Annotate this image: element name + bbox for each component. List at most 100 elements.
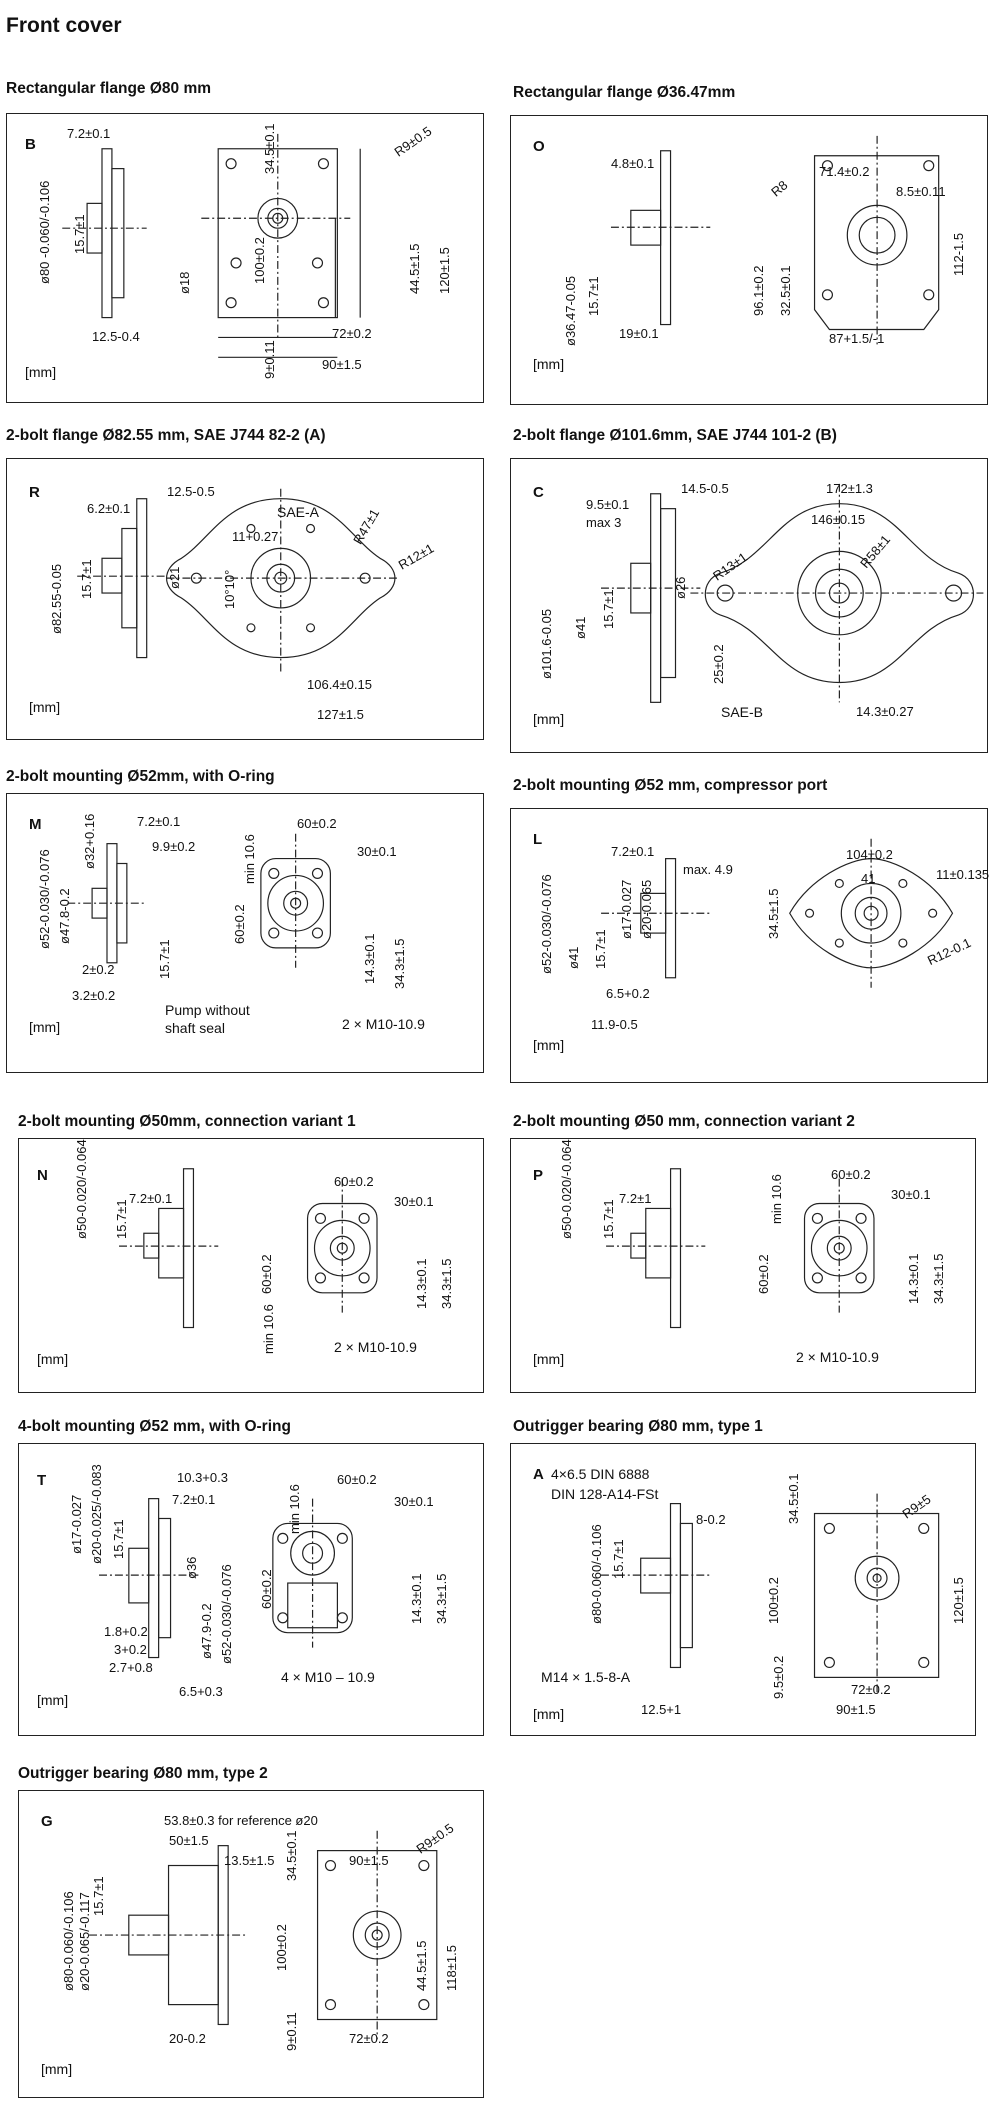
unit-label: [mm] — [41, 2061, 73, 2077]
dimension: 120±1.5 — [951, 1577, 966, 1624]
dimension: 60±0.2 — [337, 1472, 377, 1487]
technical-drawing — [610, 135, 940, 345]
section-heading: 4-bolt mounting Ø52 mm, with O-ring — [18, 1418, 291, 1435]
dimension: 44.5±1.5 — [407, 243, 422, 294]
technical-drawing — [77, 488, 400, 673]
dimension: ø41 — [566, 946, 581, 969]
technical-drawing — [89, 1830, 438, 2040]
dimension: 7.2±0.1 — [67, 126, 111, 141]
bolt-callout: 2 × M10-10.9 — [796, 1349, 879, 1365]
dimension: 13.5±1.5 — [224, 1853, 275, 1868]
view-label: N — [37, 1167, 48, 1184]
dimension: 106.4±0.15 — [307, 677, 372, 692]
dimension: ø20-0.065/-0.117 — [77, 1892, 92, 1991]
dimension: min 10.6 — [242, 834, 257, 884]
technical-drawing — [119, 1168, 378, 1329]
unit-label: [mm] — [25, 364, 57, 380]
section-heading: 2-bolt mounting Ø52mm, with O-ring — [6, 768, 275, 785]
dimension: ø47.8-0.2 — [57, 888, 72, 944]
dimension: 30±0.1 — [394, 1494, 434, 1509]
dimension: min 10.6 — [261, 1304, 276, 1354]
dimension: 60±0.2 — [831, 1167, 871, 1182]
dimension: 60±0.2 — [297, 816, 337, 831]
unit-label: [mm] — [37, 1351, 69, 1367]
unit-label: [mm] — [533, 1037, 565, 1053]
section-heading: 2-bolt flange Ø82.55 mm, SAE J744 82-2 (… — [6, 427, 326, 444]
dimension: 3.2±0.2 — [72, 988, 116, 1003]
dimension: 14.3±0.1 — [906, 1253, 921, 1304]
dimension: 25±0.2 — [711, 644, 726, 684]
dimension: ø32+0.16 — [82, 813, 97, 869]
dimension: 15.7±1 — [114, 1199, 129, 1239]
unit-label: [mm] — [37, 1692, 69, 1708]
dimension: 15.7±1 — [586, 276, 601, 316]
dimension: 19±0.1 — [619, 326, 659, 341]
dimension: 3+0.2 — [114, 1642, 147, 1657]
dimension: ø18 — [177, 271, 192, 294]
dimension: 15.7±1 — [601, 589, 616, 629]
drawing-panel-a: A [mm] 4×6.5 DIN 6888 DIN 128-A14-FSt M1… — [510, 1443, 976, 1736]
dimension: 90±1.5 — [836, 1702, 876, 1717]
dimension: ø82.55-0.05 — [49, 563, 64, 634]
unit-label: [mm] — [533, 1351, 565, 1367]
dimension: ø47.9-0.2 — [199, 1603, 214, 1659]
technical-drawing — [600, 1493, 940, 1693]
dimension: 30±0.1 — [357, 844, 397, 859]
dimension: 60±0.2 — [259, 1569, 274, 1609]
dimension: ø52-0.030/-0.076 — [539, 874, 554, 974]
dimension: 72±0.2 — [851, 1682, 891, 1697]
dimension: 9.5±0.1 — [586, 497, 630, 512]
drawing-panel-b: B [mm] 7.2±0.1 34.5±0.1 R9±0.5 ø80 -0.06… — [6, 113, 484, 403]
dimension: 12.5-0.4 — [92, 329, 140, 344]
drawing-panel-t: T [mm] 10.3+0.3 60±0.2 7.2±0.1 min 10.6 … — [18, 1443, 484, 1736]
dimension: 172±1.3 — [826, 481, 873, 496]
unit-label: [mm] — [533, 356, 565, 372]
dimension: 8-0.2 — [696, 1512, 726, 1527]
dimension: min 10.6 — [769, 1174, 784, 1224]
dimension: 2±0.2 — [82, 962, 115, 977]
view-label: P — [533, 1167, 544, 1184]
dimension: 4.8±0.1 — [611, 156, 655, 171]
dimension: 14.3±0.27 — [856, 704, 914, 719]
dimension: 1.8+0.2 — [104, 1624, 148, 1639]
dimension: max. 4.9 — [683, 862, 733, 877]
dimension: 15.7±1 — [593, 929, 608, 969]
dimension: 9.9±0.2 — [152, 839, 196, 854]
note-line: shaft seal — [165, 1020, 225, 1036]
dimension: 11±0.135 — [936, 867, 990, 882]
callout: SAE-B — [721, 704, 764, 720]
dimension: ø52-0.030/-0.076 — [37, 849, 52, 949]
drawing-panel-p: P [mm] min 10.6 60±0.2 ø50-0.020/-0.064 … — [510, 1138, 976, 1393]
dimension: 6.2±0.1 — [87, 501, 131, 516]
dimension: ø21 — [167, 566, 182, 589]
dimension: 34.3±1.5 — [434, 1573, 449, 1624]
section-heading: 2-bolt mounting Ø52 mm, compressor port — [513, 777, 828, 794]
drawing-panel-l: L [mm] 7.2±0.1 104±0.2 max. 4.9 41 11±0.… — [510, 808, 990, 1083]
dimension: 15.7±1 — [111, 1519, 126, 1559]
dimension: ø26 — [673, 576, 688, 599]
dimension: 50±1.5 — [169, 1833, 209, 1848]
dimension: 7.2±0.1 — [137, 814, 181, 829]
view-label: M — [29, 816, 42, 833]
view-label: C — [533, 484, 544, 501]
dimension: 100±0.2 — [252, 237, 267, 284]
bolt-callout: 2 × M10-10.9 — [342, 1016, 425, 1032]
dimension: 60±0.2 — [756, 1254, 771, 1294]
drawing-panel-r: R [mm] 12.5-0.5 6.2±0.1 SAE-A R47±1 11+0… — [6, 458, 484, 740]
dimension: 34.5±1.5 — [766, 888, 781, 939]
dimension: 9±0.11 — [262, 340, 277, 379]
dimension: 41 — [861, 871, 876, 886]
section-heading: 2-bolt flange Ø101.6mm, SAE J744 101-2 (… — [513, 427, 837, 444]
dimension: 90±1.5 — [349, 1853, 389, 1868]
drawing-panel-n: N [mm] 60±0.2 ø50-0.020/-0.064 7.2±0.1 3… — [18, 1138, 484, 1393]
technical-drawing — [62, 133, 361, 358]
page-title: Front cover — [6, 14, 122, 37]
part-callout: M14 × 1.5-8-A — [541, 1669, 631, 1685]
dimension: 53.8±0.3 for reference ø20 — [164, 1813, 318, 1828]
unit-label: [mm] — [533, 1706, 565, 1722]
dimension: ø50-0.020/-0.064 — [74, 1139, 89, 1239]
dimension: 100±0.2 — [766, 1577, 781, 1624]
dimension: 14.3±0.1 — [409, 1573, 424, 1624]
dimension: 87+1.5/-1 — [829, 331, 885, 346]
drawing-panel-o: O [mm] 4.8±0.1 71.4±0.2 R8 8.5±0.11 96.1… — [510, 115, 988, 405]
